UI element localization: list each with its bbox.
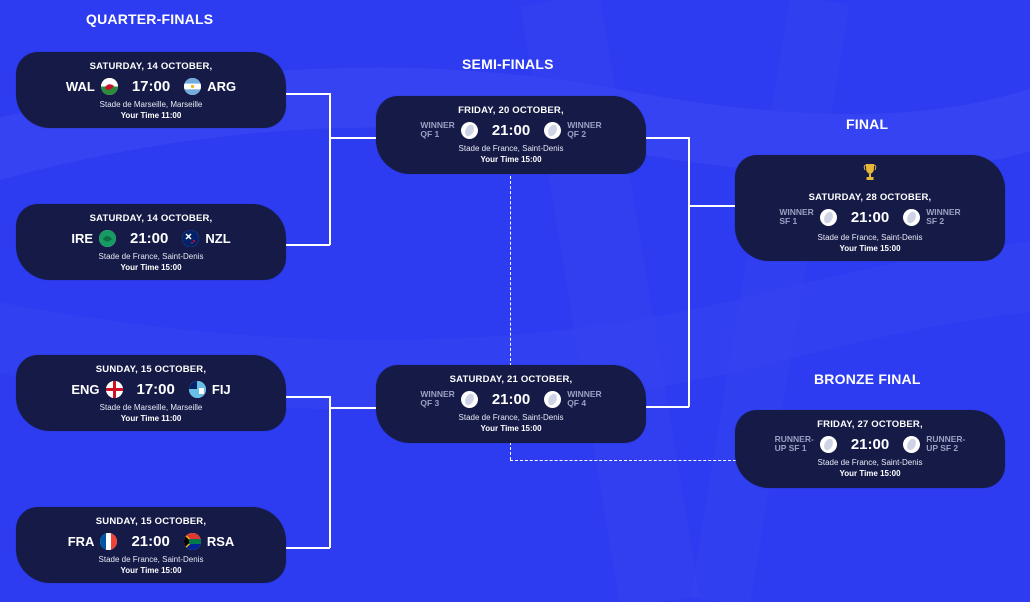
away-team-placeholder: RUNNER-UP SF 2 [926,434,966,453]
kickoff-time: 21:00 [130,229,169,247]
match-date: SATURDAY, 28 OCTOBER, [808,192,932,203]
venue: Stade de France, Saint-Denis [817,458,923,467]
rugby-ball-icon [903,208,921,226]
final-title: FINAL [846,116,889,132]
semi-finals-title: SEMI-FINALS [462,56,554,72]
match-date: SATURDAY, 14 OCTOBER, [89,213,213,224]
venue: Stade de France, Saint-Denis [817,233,923,242]
your-time: Your Time 15:00 [480,424,542,433]
away-team: ARG [207,78,237,94]
connector-line [329,93,331,245]
your-time: Your Time 15:00 [480,155,542,164]
kickoff-time: 17:00 [136,380,175,398]
match-date: FRIDAY, 27 OCTOBER, [817,419,923,430]
your-time: Your Time 15:00 [839,244,901,253]
south-africa-flag-icon [183,532,201,550]
connector-line [285,93,330,95]
connector-line [285,244,330,246]
argentina-flag-icon [184,77,202,95]
home-team: IRE [71,230,93,246]
kickoff-time: 21:00 [491,121,531,139]
away-team: NZL [205,230,231,246]
bronze-dashed-line [510,460,736,461]
venue: Stade de Marseille, Marseille [99,100,203,109]
ireland-flag-icon [99,229,116,247]
bronze-final-title: BRONZE FINAL [814,371,921,387]
bronze-dashed-line [510,442,511,460]
home-team: FRA [67,533,95,549]
connector-line [643,137,689,139]
new-zealand-flag-icon [182,229,200,247]
home-team: WAL [65,78,95,94]
venue: Stade de Marseille, Marseille [99,403,203,412]
match-card-bronze-final[interactable]: FRIDAY, 27 OCTOBER, RUNNER-UP SF 1 21:00… [735,410,1005,488]
your-time: Your Time 15:00 [120,263,182,272]
match-card-qf2[interactable]: SATURDAY, 14 OCTOBER, IRE 21:00 NZL Stad… [16,204,286,280]
match-date: SATURDAY, 14 OCTOBER, [89,61,213,72]
rugby-ball-icon [460,390,478,408]
fiji-flag-icon [188,380,206,398]
your-time: Your Time 11:00 [120,111,182,120]
venue: Stade de France, Saint-Denis [458,413,564,422]
venue: Stade de France, Saint-Denis [458,144,564,153]
connector-line [329,396,331,548]
rugby-ball-icon [819,208,837,226]
rugby-ball-icon [460,121,478,139]
away-team: FIJ [211,381,231,397]
kickoff-time: 17:00 [131,77,171,95]
kickoff-time: 21:00 [131,532,170,550]
france-flag-icon [100,532,118,550]
bronze-dashed-line [510,176,511,366]
venue: Stade de France, Saint-Denis [98,252,204,261]
connector-line [643,406,689,408]
connector-line [285,547,330,549]
match-date: SUNDAY, 15 OCTOBER, [95,364,207,375]
match-date: SATURDAY, 21 OCTOBER, [449,374,573,385]
your-time: Your Time 11:00 [120,414,182,423]
rugby-ball-icon [544,121,562,139]
quarter-finals-title: QUARTER-FINALS [86,11,214,27]
connector-line [329,137,377,139]
rugby-ball-icon [819,435,837,453]
match-card-qf1[interactable]: SATURDAY, 14 OCTOBER, WAL 17:00 ARG Stad… [16,52,286,128]
rugby-ball-icon [544,390,562,408]
kickoff-time: 21:00 [850,208,890,226]
trophy-icon [735,163,1005,185]
match-date: SUNDAY, 15 OCTOBER, [95,516,207,527]
connector-line [688,137,690,407]
england-flag-icon [105,380,123,398]
kickoff-time: 21:00 [850,435,890,453]
wales-flag-icon [100,77,118,95]
connector-line [688,205,736,207]
match-card-qf3[interactable]: SUNDAY, 15 OCTOBER, ENG 17:00 FIJ Stade … [16,355,286,431]
home-team: ENG [71,381,100,397]
venue: Stade de France, Saint-Denis [98,555,204,564]
match-card-qf4[interactable]: SUNDAY, 15 OCTOBER, FRA 21:00 RSA Stade … [16,507,286,583]
match-date: FRIDAY, 20 OCTOBER, [458,105,564,116]
connector-line [329,407,377,409]
away-team: RSA [206,533,235,549]
your-time: Your Time 15:00 [120,566,182,575]
kickoff-time: 21:00 [491,390,531,408]
rugby-ball-icon [903,435,921,453]
connector-line [285,396,330,398]
home-team-placeholder: RUNNER-UP SF 1 [774,434,814,453]
your-time: Your Time 15:00 [839,469,901,478]
